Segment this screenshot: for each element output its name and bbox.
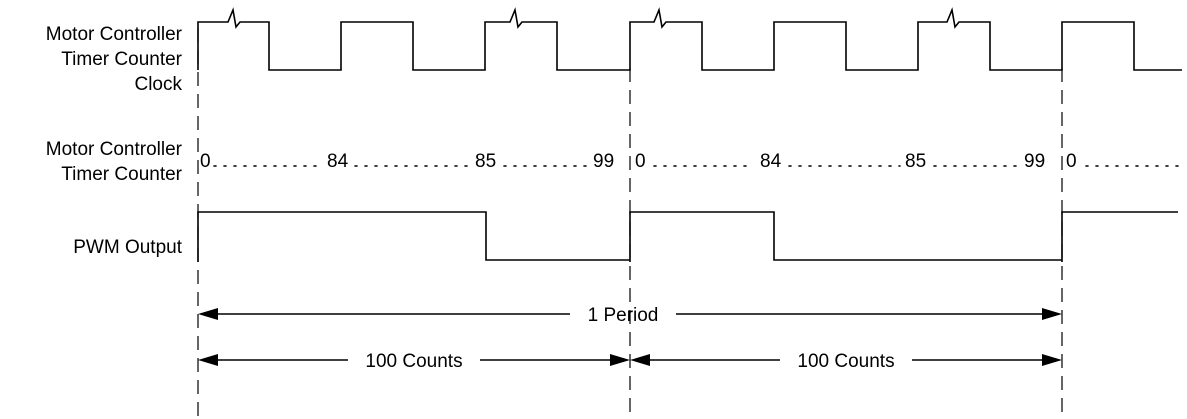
pwm-waveform-cycle3 (1061, 211, 1178, 262)
counter-value: 0 (200, 151, 211, 172)
counter-value: 99 (593, 151, 614, 172)
counter-label-line1: Motor Controller (46, 139, 183, 160)
counts2-arrowhead-right (1042, 354, 1062, 366)
counts1-arrowhead-right (610, 354, 630, 366)
counter-value: 85 (905, 151, 926, 172)
counter-label-line2: Timer Counter (61, 164, 182, 185)
counts2-label: 100 Counts (797, 351, 894, 372)
period-arrowhead-right (1042, 308, 1062, 320)
pwm-output-label: PWM Output (73, 237, 182, 258)
counts1-arrowhead-left (198, 354, 218, 366)
counter-value: 84 (760, 151, 782, 172)
counter-value: 0 (1066, 151, 1077, 172)
counter-value: 84 (327, 151, 349, 172)
counts2-arrowhead-left (630, 354, 650, 366)
clock-waveform (197, 7, 1182, 71)
counts1-label: 100 Counts (365, 351, 462, 372)
counter-value: 85 (475, 151, 496, 172)
counter-value: 99 (1024, 151, 1045, 172)
pwm-waveform-cycle2 (629, 211, 1062, 262)
period-label: 1 Period (588, 305, 659, 326)
clock-label-line2: Timer Counter (61, 49, 182, 70)
clock-label-line3: Clock (134, 74, 182, 95)
clock-label-line1: Motor Controller (46, 24, 183, 45)
counter-value: 0 (635, 151, 646, 172)
pwm-waveform-cycle1 (197, 211, 630, 262)
period-arrowhead-left (198, 308, 218, 320)
